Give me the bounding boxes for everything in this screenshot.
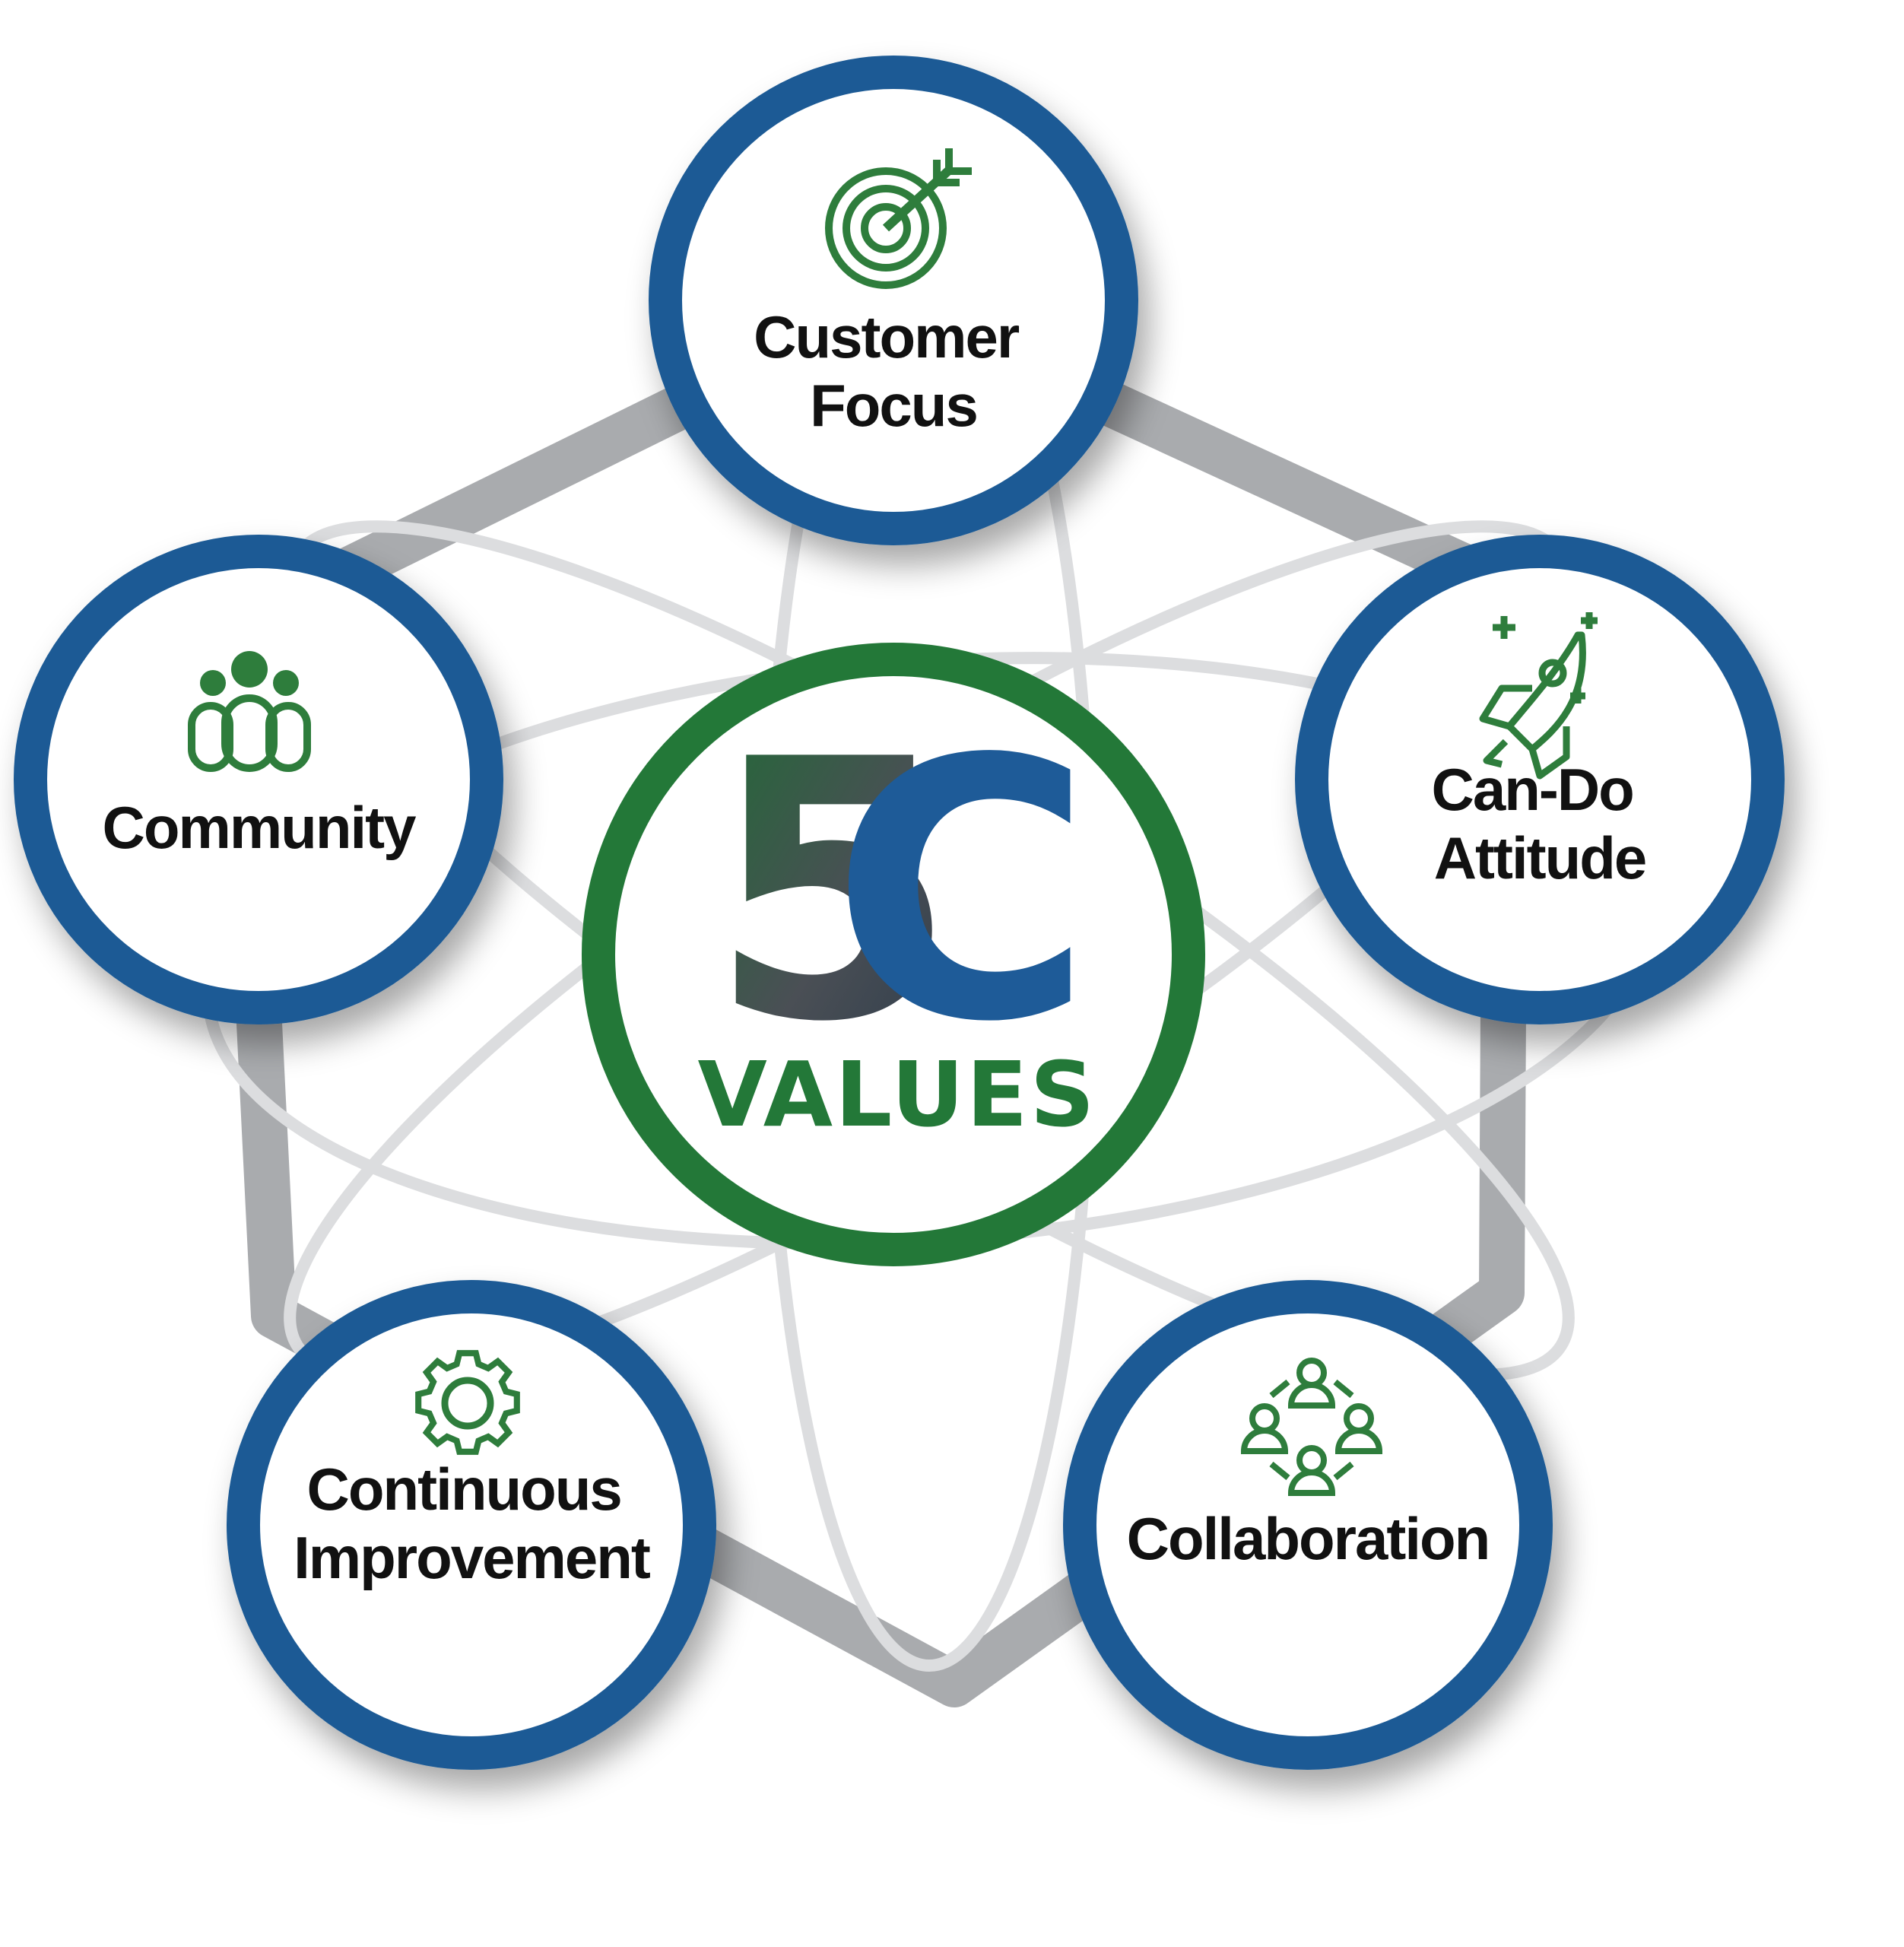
center-logo: 5 C VALUES bbox=[582, 643, 1205, 1266]
node-community-label: Community bbox=[103, 794, 417, 861]
group-icon bbox=[188, 651, 311, 772]
values-label: VALUES bbox=[697, 1042, 1096, 1147]
node-continuous-line2: Improvement bbox=[294, 1524, 651, 1591]
svg-text:Customer Focus: Customer Focus bbox=[754, 303, 1033, 439]
svg-text:Can-Do Attitude: Can-Do Attitude bbox=[1432, 756, 1649, 891]
target-icon bbox=[825, 148, 972, 289]
logo-c: C bbox=[831, 684, 1093, 1100]
node-customer-focus-line2: Focus bbox=[810, 372, 977, 439]
svg-text:Continuous Improvement: Continuous Improvement bbox=[294, 1456, 651, 1591]
node-can-do-line2: Attitude bbox=[1434, 824, 1646, 891]
logo-five: 5 bbox=[708, 684, 957, 1100]
node-collaboration: Collaboration bbox=[1063, 1280, 1553, 1770]
node-collaboration-label: Collaboration bbox=[1127, 1505, 1490, 1572]
node-continuous-improvement: Continuous Improvement bbox=[227, 1280, 716, 1770]
gear-icon bbox=[415, 1350, 520, 1455]
node-community: Community bbox=[14, 535, 503, 1024]
people-cycle-icon bbox=[1240, 1358, 1383, 1496]
node-can-do-attitude: Can-Do Attitude bbox=[1295, 535, 1785, 1024]
node-continuous-line1: Continuous bbox=[307, 1456, 621, 1523]
node-customer-focus: Customer Focus bbox=[649, 56, 1138, 545]
node-customer-focus-line1: Customer bbox=[754, 303, 1020, 370]
node-can-do-line1: Can-Do bbox=[1432, 756, 1633, 823]
rocket-icon bbox=[1479, 612, 1598, 780]
